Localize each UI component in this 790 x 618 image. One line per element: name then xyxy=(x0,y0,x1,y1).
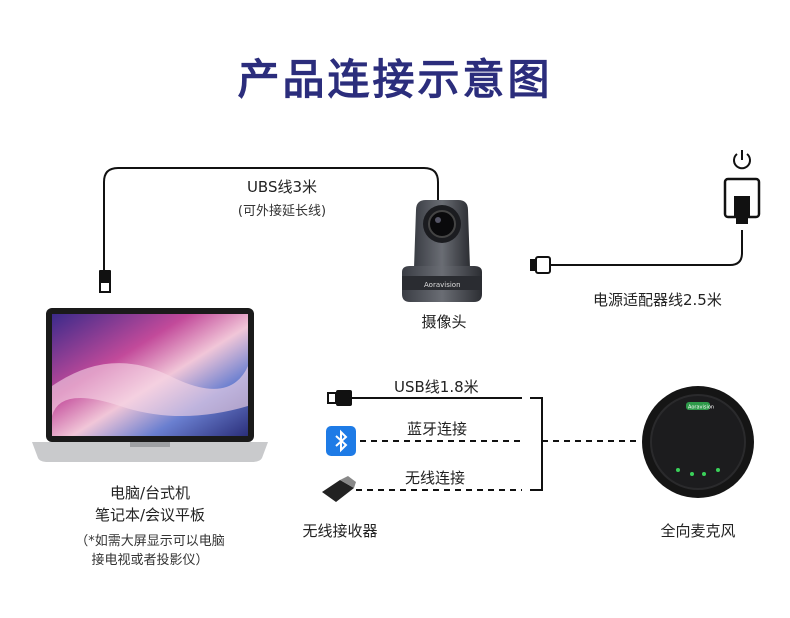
omni-microphone-image: Aoravision xyxy=(642,386,754,498)
wireless-label: 无线连接 xyxy=(405,469,466,487)
power-icon xyxy=(733,150,751,170)
bracket-line xyxy=(530,397,543,491)
laptop-label-line1: 电脑/台式机 xyxy=(109,484,191,502)
bluetooth-icon xyxy=(326,426,356,456)
power-cable-label: 电源适配器线2.5米 xyxy=(593,291,722,309)
power-plug-end-icon xyxy=(530,256,551,274)
power-cable-line xyxy=(548,230,743,266)
laptop-note-line1: （*如需大屏显示可以电脑 xyxy=(75,534,225,549)
camera-image: Aoravision xyxy=(402,200,482,302)
receiver-label: 无线接收器 xyxy=(302,522,378,540)
camera-label: 摄像头 xyxy=(421,313,467,331)
laptop-label-line2: 笔记本/会议平板 xyxy=(94,506,206,524)
wireless-dongle-icon xyxy=(322,476,356,502)
mic-brand-text: Aoravision xyxy=(688,405,714,411)
power-adapter-icon xyxy=(723,177,761,224)
camera-brand-text: Aoravision xyxy=(424,281,461,289)
cable-extension-note: (可外接延长线) xyxy=(237,204,327,219)
page-title: 产品连接示意图 xyxy=(237,55,553,104)
usb-plug-icon xyxy=(99,270,111,293)
laptop-image xyxy=(32,308,268,462)
bluetooth-label: 蓝牙连接 xyxy=(407,420,468,438)
usb-cable-line xyxy=(103,167,439,272)
laptop-note-line2: 接电视或者投影仪） xyxy=(91,553,209,568)
usb-cable-label: USB线1.8米 xyxy=(394,378,479,396)
cable-length-label: UBS线3米 xyxy=(246,178,318,196)
mic-label: 全向麦克风 xyxy=(660,522,736,540)
usb-a-plug-icon xyxy=(327,390,352,406)
